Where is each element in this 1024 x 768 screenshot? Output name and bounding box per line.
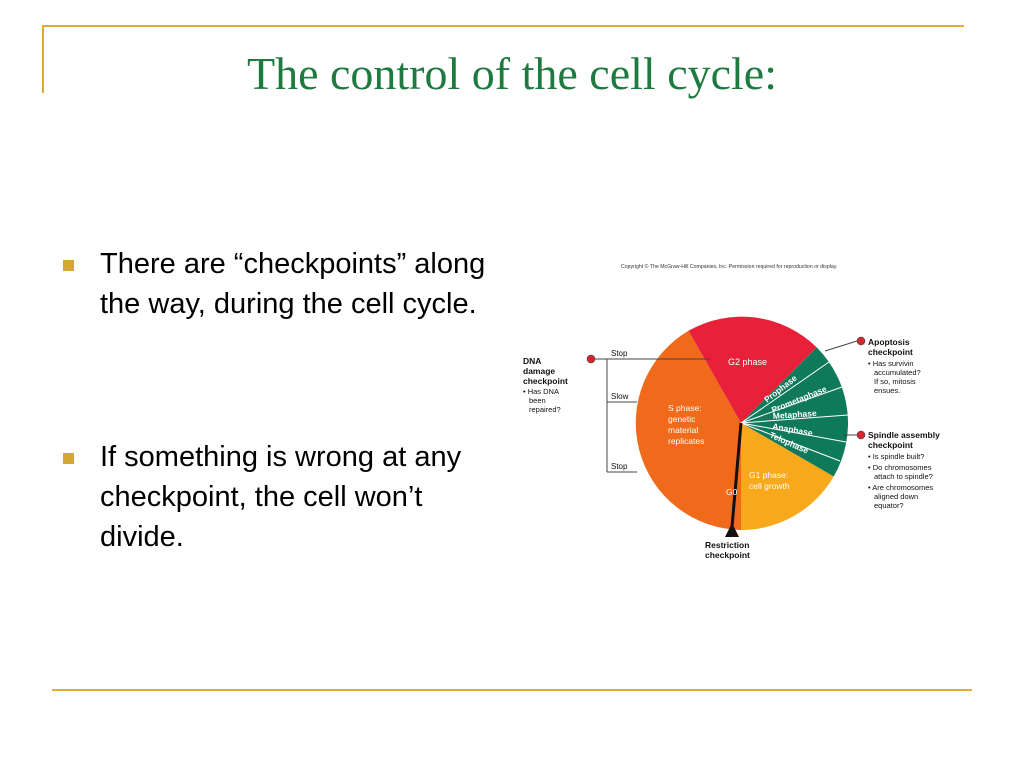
apoptosis-checkpoint-text: Apoptosis checkpoint • Has survivin accu… (868, 337, 921, 395)
mitosis-dividers (740, 361, 849, 462)
restriction-checkpoint-text: Restriction checkpoint (705, 540, 750, 560)
svg-text:Spindle assembly: Spindle assembly (868, 430, 940, 440)
svg-text:been: been (529, 396, 546, 405)
mitosis-sector (741, 347, 849, 477)
svg-text:checkpoint: checkpoint (523, 376, 568, 386)
svg-text:Slow: Slow (611, 392, 629, 401)
restriction-arrow-icon (725, 523, 739, 537)
side-accent-rule (42, 25, 44, 93)
slide-title: The control of the cell cycle: (246, 48, 778, 99)
bullet-text: If something is wrong at any checkpoint,… (100, 441, 462, 553)
copyright-text: Copyright © The McGraw-Hill Companies, I… (621, 263, 837, 270)
metaphase-label: Metaphase (772, 408, 817, 421)
s-phase-sector (635, 330, 741, 530)
g2-phase-label: G2 phase (728, 357, 767, 367)
stop-labels: Stop Slow Stop (611, 349, 629, 471)
cell-cycle-diagram: Copyright © The McGraw-Hill Companies, I… (515, 255, 985, 575)
svg-text:attach to spindle?: attach to spindle? (874, 472, 933, 481)
s-phase-label: S phase: genetic material replicates (668, 403, 704, 446)
svg-text:If so, mitosis: If so, mitosis (874, 377, 916, 386)
spindle-checkpoint-text: Spindle assembly checkpoint • Is spindle… (868, 430, 940, 510)
svg-text:checkpoint: checkpoint (705, 550, 750, 560)
svg-text:checkpoint: checkpoint (868, 440, 913, 450)
square-bullet-icon (63, 453, 74, 464)
bullet-text: There are “checkpoints” along the way, d… (100, 248, 486, 320)
g0-line (730, 422, 743, 528)
g0-label: G0 (726, 487, 738, 497)
g1-phase-label: G1 phase: cell growth (749, 470, 790, 491)
svg-text:G1 phase:: G1 phase: (749, 470, 788, 480)
svg-text:damage: damage (523, 366, 555, 376)
svg-text:Apoptosis: Apoptosis (868, 337, 910, 347)
top-accent-rule (43, 25, 964, 27)
svg-text:S phase:: S phase: (668, 403, 702, 413)
spindle-checkpoint-dot (856, 430, 866, 440)
square-bullet-icon (63, 260, 74, 271)
svg-text:ensues.: ensues. (874, 386, 900, 395)
svg-text:Stop: Stop (611, 462, 628, 471)
svg-text:material: material (668, 425, 698, 435)
g2-phase-sector (688, 316, 817, 423)
svg-text:genetic: genetic (668, 414, 696, 424)
dna-checkpoint-text: DNA damage checkpoint • Has DNA been rep… (523, 356, 568, 414)
svg-text:• Do chromosomes: • Do chromosomes (868, 463, 932, 472)
cell-cycle-svg: Copyright © The McGraw-Hill Companies, I… (523, 263, 940, 560)
svg-text:aligned down: aligned down (874, 492, 918, 501)
svg-text:replicates: replicates (668, 436, 704, 446)
g1-phase-sector (741, 423, 834, 530)
svg-text:• Has DNA: • Has DNA (523, 387, 559, 396)
svg-text:Stop: Stop (611, 349, 628, 358)
bottom-accent-rule (52, 689, 972, 691)
svg-text:• Is spindle built?: • Is spindle built? (868, 452, 924, 461)
svg-text:cell growth: cell growth (749, 481, 790, 491)
apoptosis-pointer-line (824, 340, 858, 352)
dna-checkpoint-dot (586, 354, 596, 364)
svg-text:• Has survivin: • Has survivin (868, 359, 914, 368)
svg-text:repaired?: repaired? (529, 405, 561, 414)
bullet-item-checkpoints: There are “checkpoints” along the way, d… (63, 244, 500, 324)
svg-text:accumulated?: accumulated? (874, 368, 921, 377)
svg-text:• Are chromosomes: • Are chromosomes (868, 483, 933, 492)
svg-text:checkpoint: checkpoint (868, 347, 913, 357)
svg-text:DNA: DNA (523, 356, 541, 366)
svg-text:equator?: equator? (874, 501, 904, 510)
dna-checkpoint-bracket (595, 358, 710, 473)
apoptosis-checkpoint-dot (856, 336, 866, 346)
svg-text:Restriction: Restriction (705, 540, 749, 550)
bullet-item-wrong: If something is wrong at any checkpoint,… (63, 437, 500, 557)
